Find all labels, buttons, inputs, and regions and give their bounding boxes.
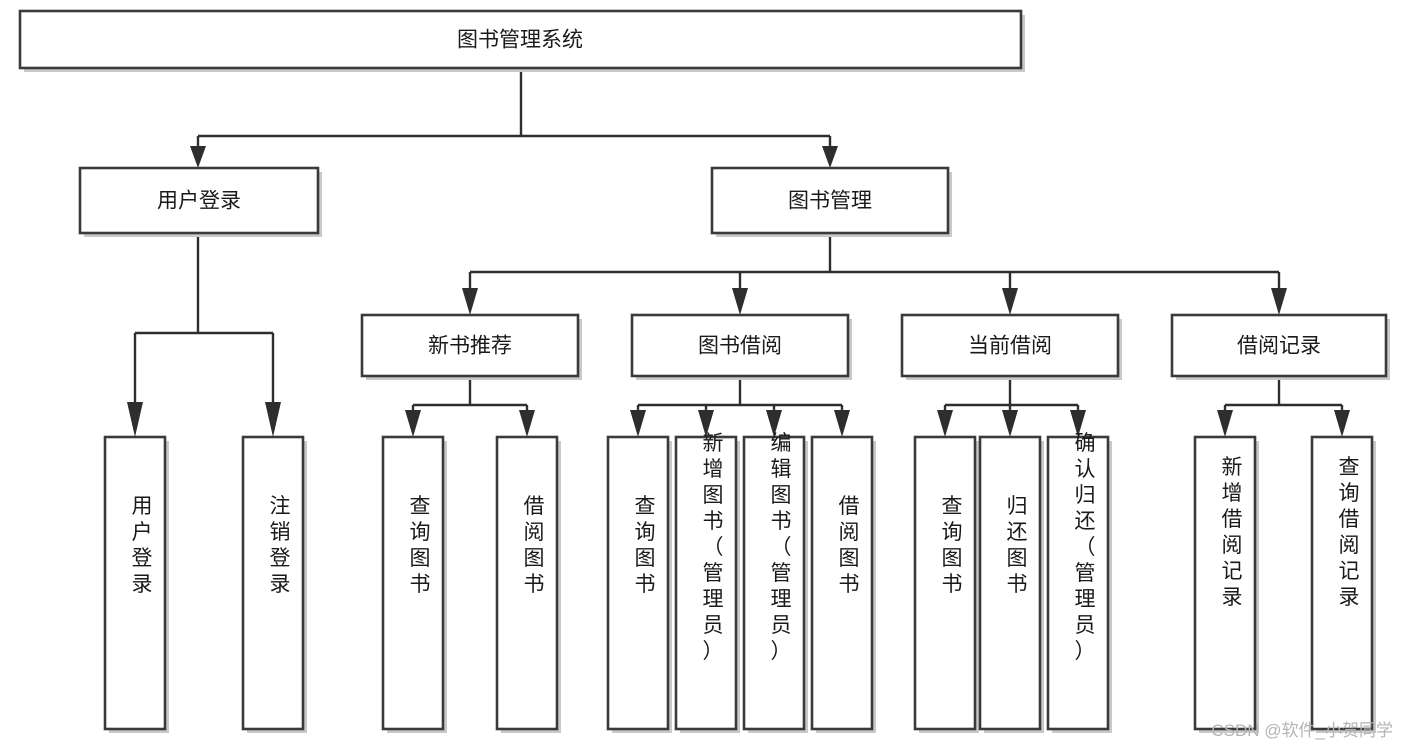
leaf-logout-box[interactable]: [241, 435, 305, 731]
user-login-label: 用户登录: [157, 190, 241, 213]
node-leaf-add-record[interactable]: 新增借阅记录: [1193, 435, 1259, 733]
node-book-management[interactable]: 图书管理: [710, 166, 952, 237]
leaf-borrow-book-2-box[interactable]: [810, 435, 874, 731]
leaf-add-record-box[interactable]: [1193, 435, 1257, 731]
arrow-head-leaf-borrow-book-2: [834, 410, 850, 437]
arrow-head-leaf-return-book: [1002, 410, 1018, 437]
leaf-confirm-return-label: 确认归还（管理员）: [1075, 432, 1096, 663]
node-leaf-borrow-book-1[interactable]: 借阅图书: [495, 435, 561, 733]
arrow-head-leaf-add-book: [698, 410, 714, 437]
arrow-head-leaf-edit-book: [766, 410, 782, 437]
node-current-borrow[interactable]: 当前借阅: [900, 313, 1122, 380]
leaf-query-book-2-box[interactable]: [606, 435, 670, 731]
arrow-head-leaf-query-book-3: [937, 410, 953, 437]
borrow-record-label: 借阅记录: [1237, 335, 1321, 358]
leaf-add-book-label: 新增图书（管理员）: [703, 432, 724, 663]
node-leaf-user-login[interactable]: 用户登录: [103, 435, 169, 733]
leaf-user-login-box[interactable]: [103, 435, 167, 731]
arrow-head-leaf-logout: [265, 402, 281, 437]
arrow-head-book-borrow: [732, 288, 748, 315]
leaf-confirm-return-box[interactable]: [1046, 435, 1110, 731]
arrow-head-user-login: [190, 146, 206, 168]
connector-layer: [127, 68, 1350, 437]
node-new-book-recommend[interactable]: 新书推荐: [360, 313, 582, 380]
node-leaf-edit-book[interactable]: 编辑图书（管理员）: [742, 432, 808, 733]
arrow-head-leaf-query-book-2: [630, 410, 646, 437]
watermark-text: CSDN @软件_小贺同学: [1211, 721, 1393, 740]
node-borrow-record[interactable]: 借阅记录: [1170, 313, 1390, 380]
book-management-box[interactable]: [710, 166, 950, 235]
current-borrow-box[interactable]: [900, 313, 1120, 378]
node-leaf-query-book-2[interactable]: 查询图书: [606, 435, 672, 733]
node-leaf-return-book[interactable]: 归还图书: [978, 435, 1044, 733]
arrow-head-leaf-borrow-book-1: [519, 410, 535, 437]
node-root[interactable]: 图书管理系统: [18, 9, 1025, 72]
node-leaf-confirm-return[interactable]: 确认归还（管理员）: [1046, 432, 1112, 733]
node-leaf-query-record[interactable]: 查询借阅记录: [1310, 435, 1376, 733]
arrow-head-current-borrow: [1002, 288, 1018, 315]
leaf-edit-book-box[interactable]: [742, 435, 806, 731]
leaf-add-record-label: 新增借阅记录: [1222, 456, 1243, 609]
new-book-recommend-label: 新书推荐: [428, 335, 512, 358]
leaf-query-book-1-box[interactable]: [381, 435, 445, 731]
root-label: 图书管理系统: [457, 29, 583, 52]
leaf-add-book-box[interactable]: [674, 435, 738, 731]
leaf-query-book-2-label: 查询图书: [635, 495, 656, 596]
leaf-borrow-book-2-label: 借阅图书: [839, 495, 860, 596]
leaf-query-book-3-label: 查询图书: [942, 495, 963, 596]
leaf-return-book-label: 归还图书: [1007, 495, 1028, 596]
arrow-head-leaf-add-record: [1217, 410, 1233, 437]
leaf-borrow-book-1-box[interactable]: [495, 435, 559, 731]
root-box[interactable]: [18, 9, 1023, 70]
leaf-logout-label: 注销登录: [270, 495, 291, 596]
user-login-box[interactable]: [78, 166, 320, 235]
leaf-query-book-1-label: 查询图书: [410, 495, 431, 596]
leaf-query-record-box[interactable]: [1310, 435, 1374, 731]
node-book-borrow[interactable]: 图书借阅: [630, 313, 852, 380]
arrow-head-leaf-confirm-return: [1070, 410, 1086, 437]
arrow-head-new-book-recommend: [462, 288, 478, 315]
node-user-login[interactable]: 用户登录: [78, 166, 322, 237]
leaf-query-book-3-box[interactable]: [913, 435, 977, 731]
leaf-user-login-label: 用户登录: [132, 495, 153, 596]
node-leaf-add-book[interactable]: 新增图书（管理员）: [674, 432, 740, 733]
leaf-edit-book-label: 编辑图书（管理员）: [771, 432, 792, 663]
leaf-borrow-book-1-label: 借阅图书: [524, 495, 545, 596]
arrow-head-leaf-query-book-1: [405, 410, 421, 437]
node-leaf-logout[interactable]: 注销登录: [241, 435, 307, 733]
book-management-label: 图书管理: [788, 190, 872, 213]
borrow-record-box[interactable]: [1170, 313, 1388, 378]
current-borrow-label: 当前借阅: [968, 335, 1052, 358]
arrow-head-book-management: [822, 146, 838, 168]
leaf-query-record-label: 查询借阅记录: [1339, 456, 1360, 609]
arrow-head-borrow-record: [1271, 288, 1287, 315]
leaf-return-book-box[interactable]: [978, 435, 1042, 731]
node-leaf-query-book-1[interactable]: 查询图书: [381, 435, 447, 733]
book-borrow-label: 图书借阅: [698, 335, 782, 358]
node-leaf-borrow-book-2[interactable]: 借阅图书: [810, 435, 876, 733]
arrow-head-leaf-query-record: [1334, 410, 1350, 437]
arrow-head-leaf-user-login: [127, 402, 143, 437]
book-borrow-box[interactable]: [630, 313, 850, 378]
new-book-recommend-box[interactable]: [360, 313, 580, 378]
node-leaf-query-book-3[interactable]: 查询图书: [913, 435, 979, 733]
